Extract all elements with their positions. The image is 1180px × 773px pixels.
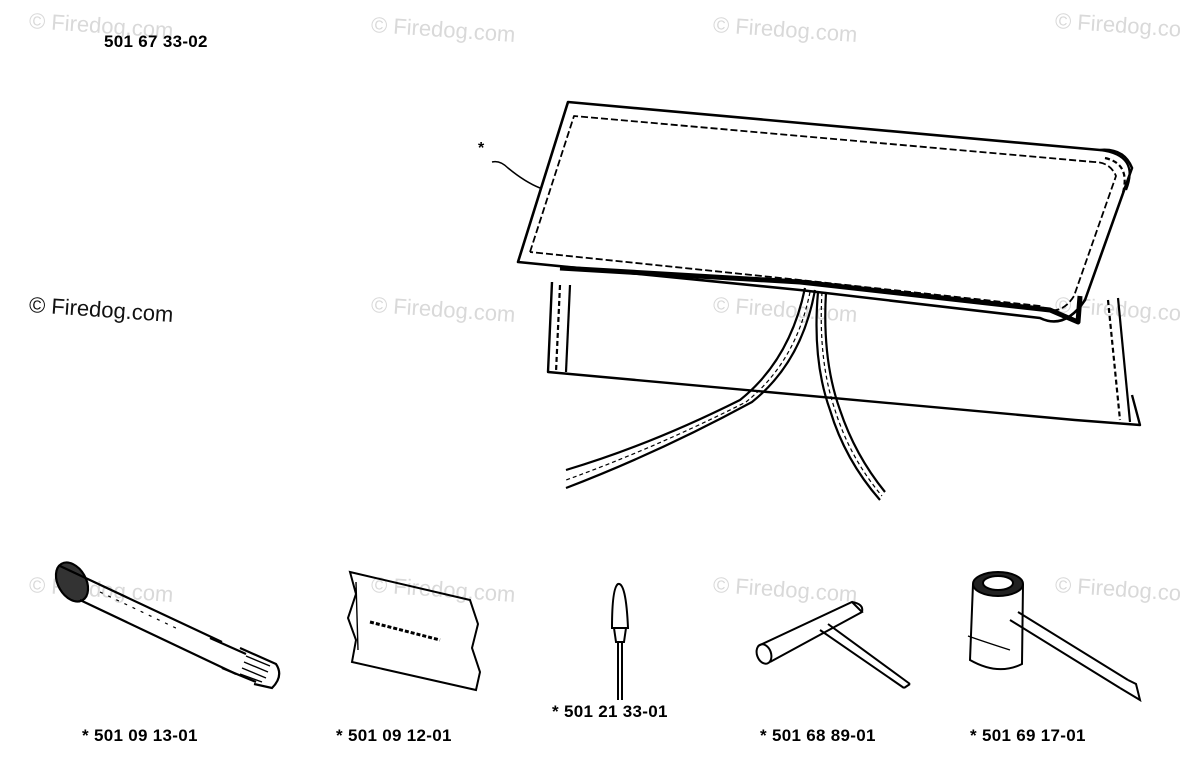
combination-spanner-icon [967,571,1142,703]
part-number-label: * 501 68 89-01 [760,726,876,745]
screwdriver-icon [610,583,630,700]
part-number-label: * 501 09 12-01 [336,726,452,745]
t-wrench-icon [755,600,911,689]
spark-plug-tube-icon [54,561,281,690]
part-number-label-partial: * 501 21 33-01 [552,705,668,717]
tool-bag-icon [516,100,1142,501]
strap-icon [346,570,482,692]
part-number-label: * 501 09 13-01 [82,726,198,745]
callout-leader [491,160,541,189]
callout-marker: * [478,140,485,157]
part-number-label: * 501 69 17-01 [970,726,1086,745]
assembly-part-number: 501 67 33-02 [104,32,208,51]
